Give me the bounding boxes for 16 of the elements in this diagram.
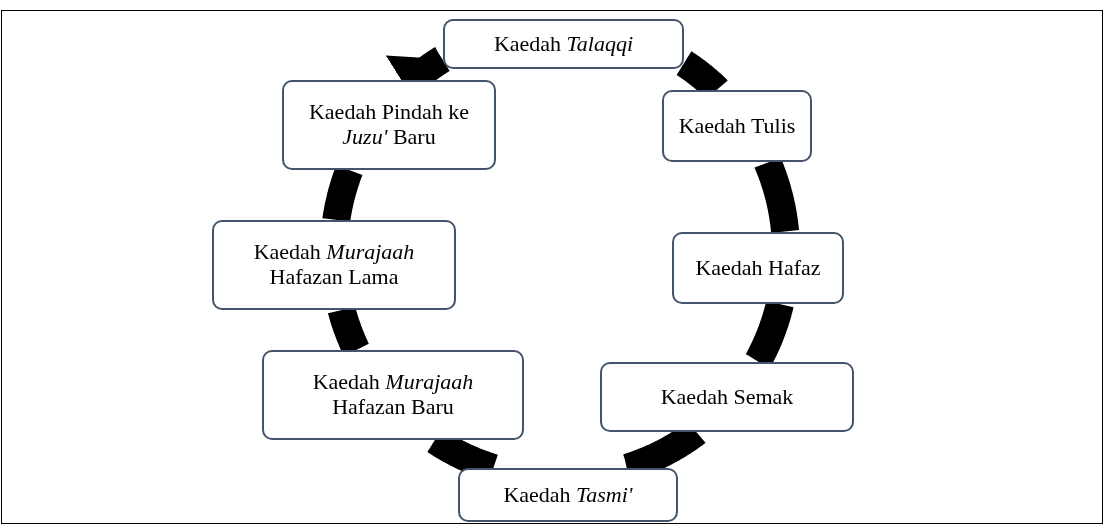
step-label: Kaedah Semak xyxy=(660,384,794,410)
process-box xyxy=(282,80,496,170)
step-label: Kaedah Hafaz xyxy=(695,255,821,281)
process-box xyxy=(262,350,524,440)
step-label: Kaedah Talaqqi xyxy=(493,31,634,57)
step-label: Kaedah Tasmi' xyxy=(503,482,633,508)
step-label: Kaedah Murajaah Hafazan Baru xyxy=(311,370,475,420)
step-label: Kaedah Murajaah Hafazan Lama xyxy=(252,240,416,290)
process-box xyxy=(212,220,456,310)
step-label: Kaedah Tulis xyxy=(678,113,796,139)
process-box xyxy=(458,468,678,522)
process-box xyxy=(443,19,684,69)
process-box xyxy=(662,90,812,162)
step-label: Kaedah Pindah ke Juzu' Baru xyxy=(307,100,471,150)
process-box xyxy=(672,232,844,304)
process-box xyxy=(600,362,854,432)
